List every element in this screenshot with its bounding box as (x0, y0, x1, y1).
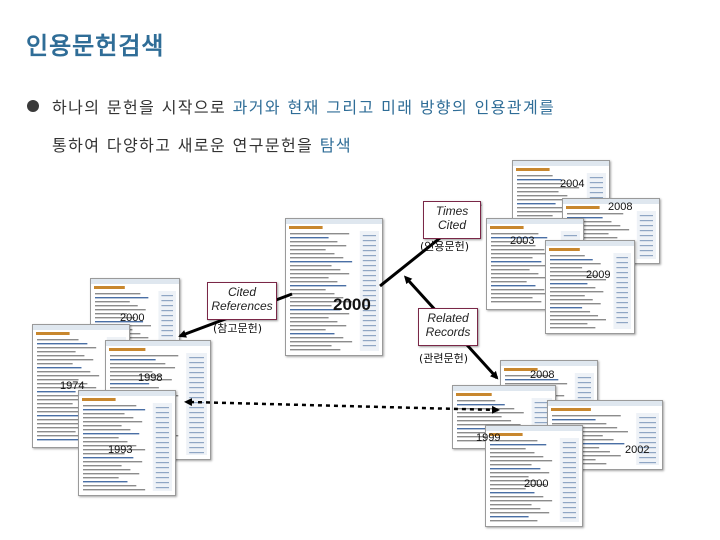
year-label-2002: 2002 (625, 444, 650, 456)
year-label-2004: 2004 (560, 178, 585, 190)
year-label-1974: 1974 (60, 380, 85, 392)
doc-thumbnail-graphic (286, 219, 382, 351)
doc-2009 (545, 240, 635, 334)
doc-thumbnail-graphic (79, 391, 175, 491)
callout-times-cited-sub: (인용문헌) (420, 240, 470, 253)
doc-1993 (78, 390, 176, 496)
year-label-2008-bottom: 2008 (530, 369, 555, 381)
year-label-1993: 1993 (108, 444, 133, 456)
year-label-1998: 1998 (138, 372, 163, 384)
bullet-text: 하나의 문헌을 시작으로 과거와 현재 그리고 미래 방향의 인용관계를 통하여… (52, 89, 692, 165)
year-label-2000-bottom: 2000 (524, 478, 549, 490)
bullet-dot (27, 100, 39, 112)
doc-thumbnail-graphic (546, 241, 634, 329)
callout-related-records: Related Records (418, 308, 478, 346)
bullet-text-highlight1: 과거와 현재 그리고 미래 방향의 인용관계를 (232, 98, 556, 117)
bullet-text-part1: 하나의 문헌을 시작으로 (52, 98, 233, 117)
year-label-1999: 1999 (476, 432, 501, 444)
callout-related-records-label: Related Records (425, 311, 471, 339)
bullet-text-highlight2: 탐색 (319, 136, 352, 155)
year-label-2008-top: 2008 (608, 201, 633, 213)
callout-times-cited-label: Times Cited (435, 204, 469, 232)
doc-thumbnail-graphic (486, 426, 582, 522)
year-label-2000-center: 2000 (333, 295, 371, 314)
doc-2000-center (285, 218, 383, 356)
callout-cited-references-sub: (참고문헌) (213, 322, 263, 335)
callout-cited-references: Cited References (207, 282, 277, 320)
year-label-2003: 2003 (510, 235, 535, 247)
year-label-2000-left: 2000 (120, 312, 145, 324)
doc-2000-bottom (485, 425, 583, 527)
callout-times-cited: Times Cited (423, 201, 481, 239)
callout-cited-references-label: Cited References (211, 285, 273, 313)
callout-related-records-sub: (관련문헌) (419, 352, 469, 365)
page-title: 인용문헌검색 (26, 32, 165, 60)
bullet-text-part3: 통하여 다양하고 새로운 연구문헌을 (52, 136, 320, 155)
year-label-2009: 2009 (586, 269, 611, 281)
